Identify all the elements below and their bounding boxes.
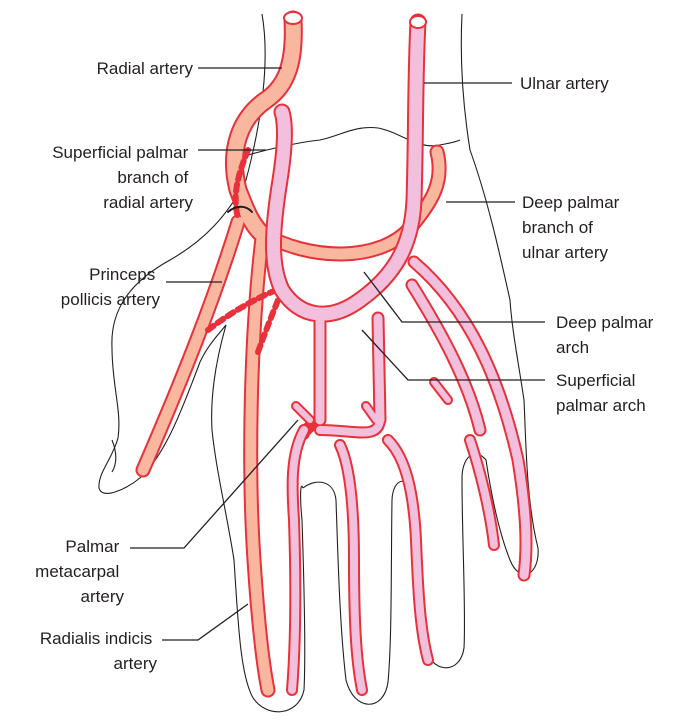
label-superficial-palmar-arch: Superficial palmar arch [556,371,646,415]
label-ulnar-artery: Ulnar artery [520,74,609,93]
label-deep-palmar-branch-ulnar: Deep palmar branch of ulnar artery [522,193,624,262]
label-princeps-pollicis: Princeps pollicis artery [61,265,161,309]
leader-radialis-indicis [162,604,248,640]
label-radial-artery: Radial artery [97,59,194,78]
label-superficial-palmar-branch-radial: Superficial palmar branch of radial arte… [52,143,193,212]
label-deep-palmar-arch: Deep palmar arch [556,313,658,357]
label-radialis-indicis: Radialis indicis artery [40,629,158,673]
label-palmar-metacarpal: Palmar metacarpal artery [35,537,124,606]
ulnar-artery-vessels [274,16,527,690]
labels: Radial artery Superficial palmar branch … [35,59,658,673]
